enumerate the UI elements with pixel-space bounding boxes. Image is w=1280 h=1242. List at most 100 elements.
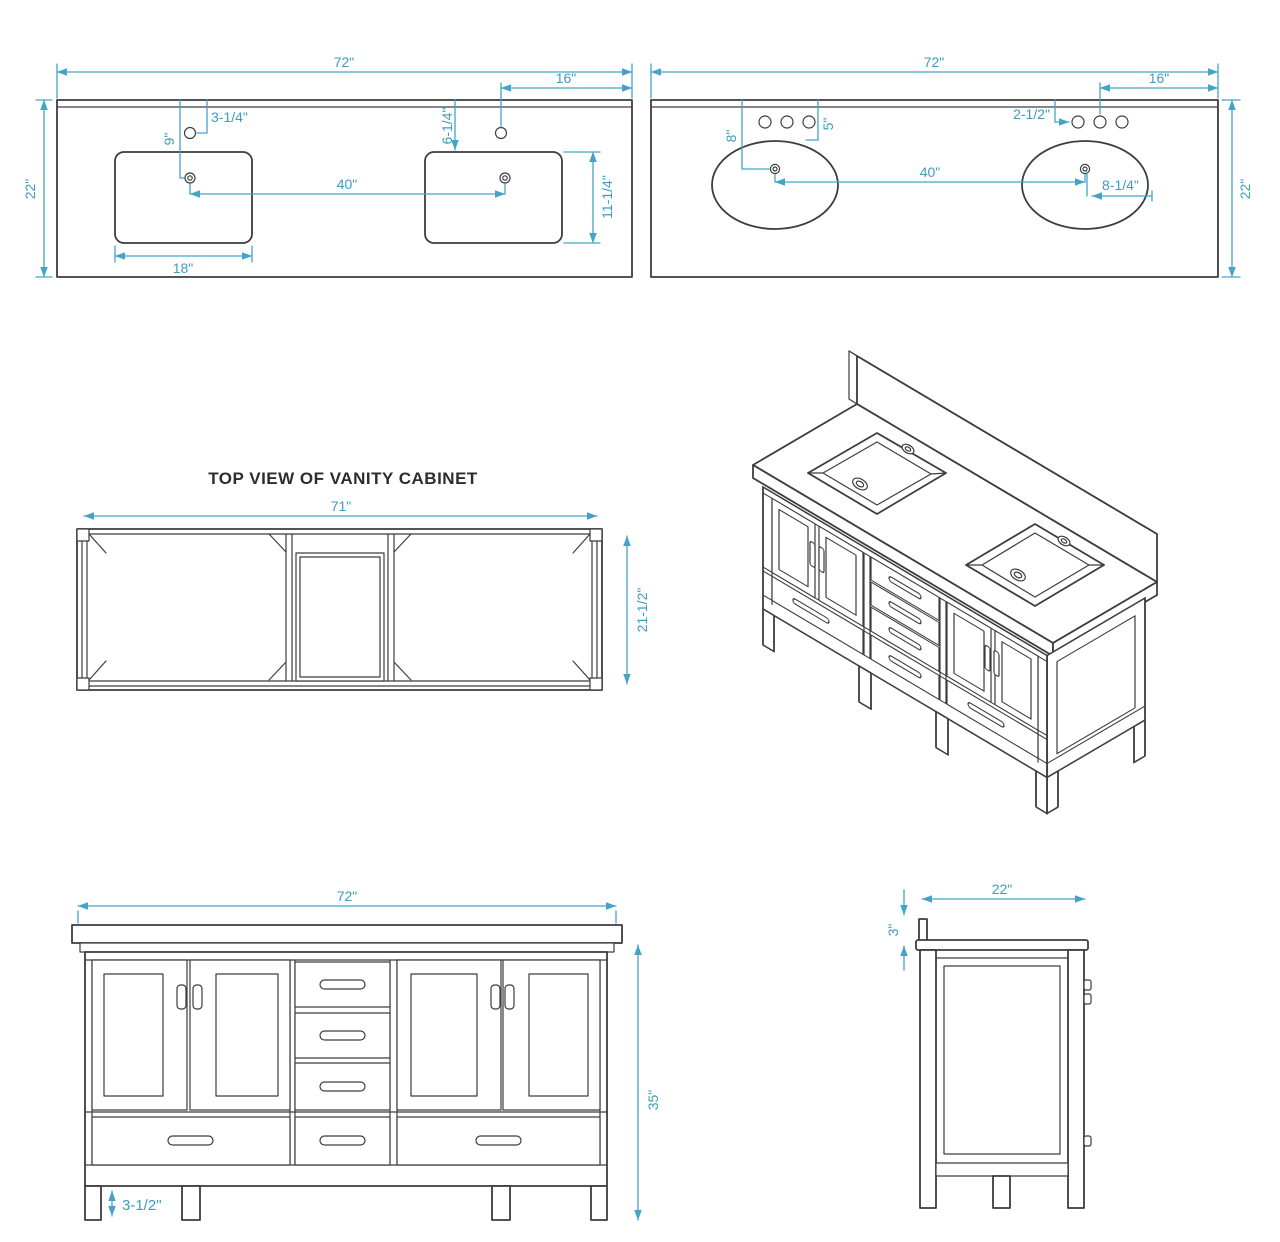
dim-cutout-width: 18" <box>114 245 253 276</box>
drawer-row-bottom <box>91 1116 601 1166</box>
leg-back-right <box>1133 718 1146 764</box>
dim-overall-width: 72" <box>650 54 1219 99</box>
dim-overall-width: 72" <box>56 54 633 99</box>
cabinet-front-face <box>762 485 1048 815</box>
dim-label-front-width: 72" <box>337 888 358 904</box>
side-post-back <box>1067 949 1085 1209</box>
drain-hole-left <box>769 163 781 175</box>
center-drawer-box <box>295 552 385 682</box>
door-handle <box>993 650 1000 677</box>
panel-isometric-view <box>752 350 1158 815</box>
dim-cutout-depth: 11-1/4" <box>563 151 615 244</box>
sink-cutout-right <box>424 151 563 244</box>
drain-right <box>1010 568 1026 582</box>
dim-height: 35" <box>634 944 661 1221</box>
side-panel <box>943 965 1061 1155</box>
dim-front-width: 72" <box>77 888 617 924</box>
countertop-profile <box>915 939 1089 951</box>
side-bottom-rail <box>935 1162 1069 1177</box>
door-handle <box>192 984 203 1010</box>
dim-label-depth: 22" <box>22 179 38 200</box>
door-handle <box>984 644 991 672</box>
corner-block <box>589 528 603 542</box>
door-handle <box>504 984 515 1010</box>
dim-label-faucet-setback: 2-1/2" <box>1013 106 1050 122</box>
dim-side-depth: 22" <box>921 881 1086 903</box>
dim-label-centers: 40" <box>920 164 941 180</box>
dim-depth-right: 22" <box>1221 99 1253 278</box>
drain-hole-left <box>184 172 196 184</box>
dim-label-center-to-edge: 8-1/4" <box>1102 177 1139 193</box>
corner-block <box>589 677 603 691</box>
faucet-hole-right <box>1057 535 1071 547</box>
panel-front-view: 72" <box>71 888 661 1221</box>
corner-braces <box>88 533 591 681</box>
dim-sink-centers: 40" <box>774 164 1086 186</box>
panel-title: TOP VIEW OF VANITY CABINET <box>208 469 478 488</box>
dim-center-setback: 8" <box>723 99 771 170</box>
leg <box>1035 769 1048 815</box>
drawer-row-bottom <box>771 575 1039 759</box>
door-left-pair <box>91 959 291 1111</box>
center-divider-right <box>387 533 395 682</box>
drain-hole-right <box>499 172 511 184</box>
corner-block <box>76 677 90 691</box>
sink-cutout-left <box>114 151 253 244</box>
faucet-holes-right <box>1071 115 1129 129</box>
dim-label-side-depth: 22" <box>992 881 1013 897</box>
dim-label-right-offset: 16" <box>556 70 577 86</box>
door-handle <box>818 546 825 574</box>
dim-label-right-offset: 16" <box>1149 70 1170 86</box>
panel-countertop-oval-sinks: 72" 16" 22" 8" 5" 2-1/2" 40" <box>650 54 1253 278</box>
dim-cabinet-depth: 21-1/2" <box>623 535 650 685</box>
dim-faucet-setback: 2-1/2" <box>1013 99 1070 126</box>
door-handle <box>176 984 187 1010</box>
dim-right-faucet-offset: 16" <box>500 70 633 128</box>
dim-label-faucet-spread: 5" <box>820 118 836 131</box>
dim-label-faucet-setback: 3-1/4" <box>211 109 248 125</box>
leg <box>762 607 775 653</box>
dim-faucet-setback: 3-1/4" <box>196 99 248 134</box>
dim-cabinet-width: 71" <box>83 498 598 520</box>
dim-label-cabinet-width: 71" <box>331 498 352 514</box>
cabinet-side-face <box>1046 596 1146 815</box>
dim-label-depth: 22" <box>1237 179 1253 200</box>
dim-center-to-edge: 8-1/4" <box>1086 171 1153 202</box>
dim-cutout-setback: 6-1/4" <box>439 99 459 151</box>
leg <box>858 664 872 711</box>
backsplash-profile <box>918 918 928 942</box>
dim-backsplash-height: 3" <box>885 889 908 971</box>
dim-faucet-spread: 5" <box>805 99 836 141</box>
handle-profiles <box>1083 979 1092 1147</box>
door-handle <box>490 984 501 1010</box>
corner-block <box>76 528 90 542</box>
dim-label-width: 72" <box>924 54 945 70</box>
center-divider-left <box>285 533 293 682</box>
faucet-hole-left <box>901 443 915 455</box>
side-rail-right <box>591 540 598 679</box>
dim-label-backsplash-height: 3" <box>885 924 901 937</box>
dim-right-faucet-offset: 16" <box>1099 70 1219 115</box>
dim-label-drain-setback: 9" <box>161 133 177 146</box>
dim-label-height: 35" <box>645 1090 661 1111</box>
panel-side-view: 22" 3" <box>885 881 1092 1209</box>
side-rail-left <box>81 540 88 679</box>
dim-label-center-setback: 8" <box>723 130 739 143</box>
faucet-hole-left <box>183 126 197 140</box>
dim-label-centers: 40" <box>337 176 358 192</box>
faucet-holes-left <box>758 115 816 129</box>
door-right-pair <box>396 959 601 1111</box>
faucet-hole-right <box>494 126 508 140</box>
side-center-leg <box>992 1175 1011 1209</box>
dim-label-cutout-width: 18" <box>173 260 194 276</box>
leg <box>935 710 949 756</box>
side-post-front <box>919 949 937 1209</box>
drain-left <box>852 477 868 491</box>
dim-label-width: 72" <box>334 54 355 70</box>
dim-label-toe-kick: 3-1/2" <box>122 1197 162 1214</box>
backsplash <box>848 350 1158 583</box>
door-handle <box>809 541 816 568</box>
drain-hole-right <box>1079 163 1091 175</box>
sink-oval-left <box>711 140 839 230</box>
